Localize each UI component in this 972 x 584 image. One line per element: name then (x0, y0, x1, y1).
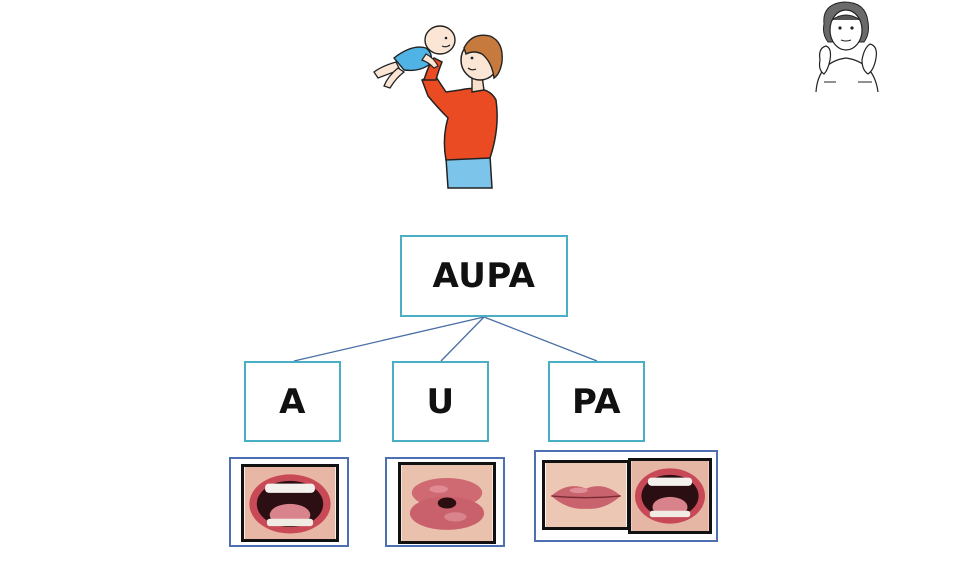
mouth-frame-a (229, 457, 349, 547)
connector-root-pa (483, 316, 598, 362)
syllable-label-a: A (279, 381, 306, 422)
mouth-frame-pa (534, 450, 718, 542)
root-word-box: AUPA (400, 235, 568, 317)
syllable-label-u: U (426, 381, 455, 422)
root-word-label: AUPA (432, 256, 536, 296)
open-mouth-photo-pa (628, 458, 712, 534)
syllable-box-u: U (392, 361, 489, 442)
syllable-label-pa: PA (571, 381, 622, 422)
rounded-lips-photo (398, 462, 496, 544)
syllable-box-pa: PA (548, 361, 645, 442)
connector-root-u (440, 316, 485, 362)
syllable-box-a: A (244, 361, 341, 442)
connector-root-a (293, 316, 485, 362)
adult-lifting-baby-illustration (373, 25, 503, 189)
sign-language-person-illustration (815, 1, 879, 92)
closed-lips-photo (542, 460, 630, 530)
open-mouth-photo (241, 464, 339, 542)
mouth-frame-u (385, 457, 505, 547)
